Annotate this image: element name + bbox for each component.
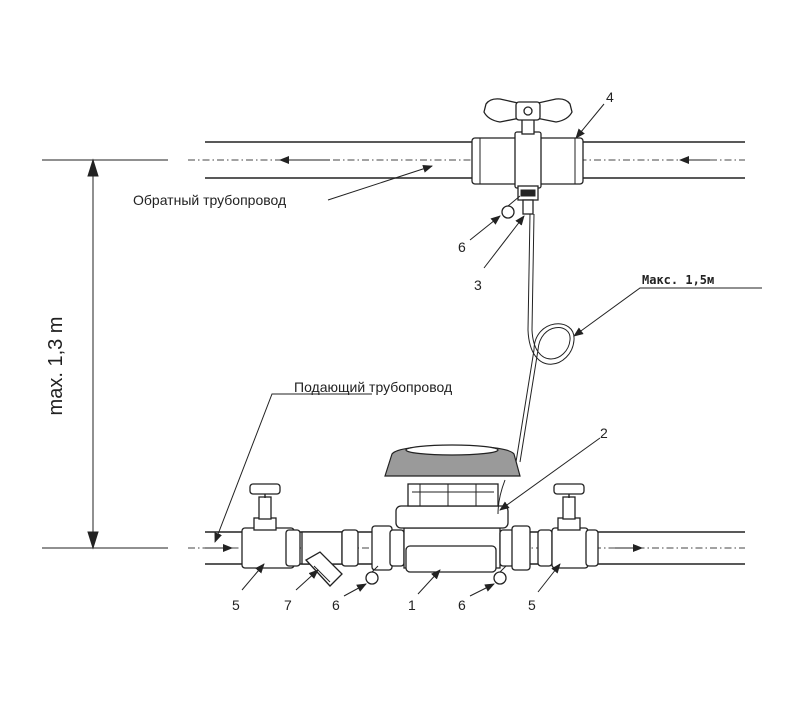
dimension-arrow-top [87, 158, 99, 177]
union-left [341, 525, 405, 571]
return-pipe-leader [327, 164, 433, 201]
return-pipe-label: Обратный трубопровод [133, 192, 286, 208]
callout-2-leader [499, 437, 601, 511]
max-length-label: Макс. 1,5м [642, 273, 714, 287]
callout-7: 7 [284, 597, 292, 613]
callout-4: 4 [606, 89, 614, 105]
callout-6-left: 6 [332, 597, 340, 613]
seal-left [365, 565, 379, 585]
handle-left [483, 98, 521, 123]
callout-6-right-leader [469, 583, 495, 597]
sensor-cable [515, 213, 575, 463]
callout-5-right-leader [537, 563, 561, 593]
callout-5-right: 5 [528, 597, 536, 613]
heat-meter [384, 444, 521, 573]
seal-top [501, 195, 521, 219]
seal-right [493, 565, 507, 585]
return-pipe [188, 141, 745, 179]
height-dimension: max. 1,3 m [42, 158, 168, 550]
callout-6-left-leader [343, 583, 367, 597]
callout-6-right: 6 [458, 597, 466, 613]
callout-4-leader [575, 103, 605, 139]
callout-6-top-leader [469, 215, 501, 241]
ball-valve [471, 98, 584, 215]
union-right [499, 525, 553, 571]
callout-6-top: 6 [458, 239, 466, 255]
dimension-arrow-bottom [87, 531, 99, 550]
callout-1-leader [417, 569, 441, 595]
supply-pipe-label: Подающий трубопровод [294, 379, 452, 395]
callout-3-leader [483, 215, 525, 269]
callout-1: 1 [408, 597, 416, 613]
gate-valve-left [241, 483, 301, 569]
callout-5-left-leader [241, 563, 265, 591]
callout-2: 2 [600, 425, 608, 441]
callout-7-leader [295, 569, 319, 591]
callout-3: 3 [474, 277, 482, 293]
supply-pipe-leader [214, 393, 372, 543]
strainer-filter [301, 531, 343, 587]
max-length-leader [573, 287, 762, 337]
max-height-label: max. 1,3 m [45, 317, 67, 416]
gate-valve-right [551, 483, 599, 569]
handle-right [535, 98, 573, 123]
callout-5-left: 5 [232, 597, 240, 613]
